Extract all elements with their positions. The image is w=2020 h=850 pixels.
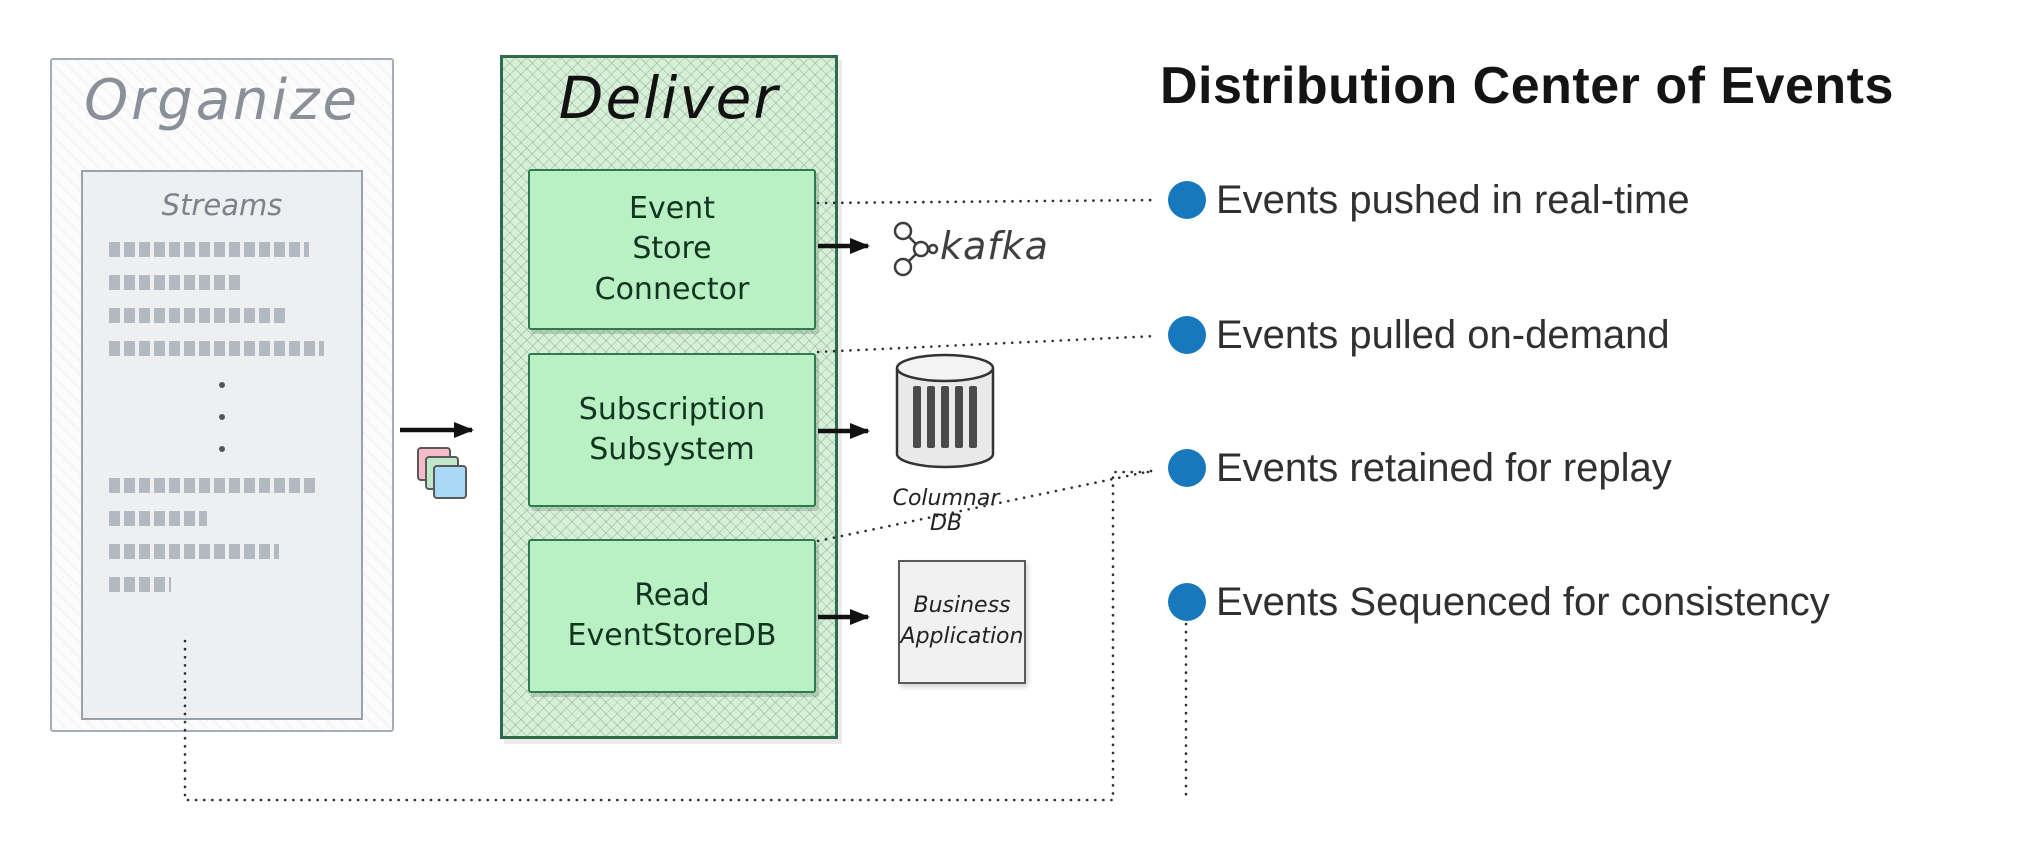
stream-line	[109, 511, 207, 526]
bullet-text: Events retained for replay	[1216, 445, 1672, 490]
stream-line	[109, 341, 324, 356]
columnar-db-icon	[895, 353, 995, 469]
stream-line	[109, 478, 319, 493]
streams-box: Streams	[81, 170, 363, 720]
bullet-sequenced-consistency: Events Sequenced for consistency	[1168, 578, 1830, 626]
event-cards-icon	[415, 447, 479, 511]
card-blue	[433, 465, 467, 499]
organize-panel: Organize Streams	[50, 58, 394, 732]
business-application-box: Business Application	[898, 560, 1026, 684]
bullet-pushed-realtime: Events pushed in real-time	[1168, 176, 1690, 224]
streams-label: Streams	[161, 188, 283, 222]
read-eventstoredb-box: Read EventStoreDB	[528, 539, 816, 693]
kafka-icon	[893, 221, 939, 277]
kafka-label: kafka	[940, 224, 1049, 268]
bullet-text: Events Sequenced for consistency	[1216, 579, 1830, 624]
deliver-title: Deliver	[558, 64, 780, 132]
event-store-connector-box: Event Store Connector	[528, 169, 816, 330]
bullet-retained-replay: Events retained for replay	[1168, 444, 1672, 492]
bullet-pulled-ondemand: Events pulled on-demand	[1168, 311, 1670, 359]
organize-title: Organize	[84, 68, 360, 133]
bullet-dot	[1168, 449, 1206, 487]
ellipsis-dots	[109, 382, 335, 452]
streams-content	[83, 222, 361, 592]
stream-line	[109, 308, 289, 323]
page-title: Distribution Center of Events	[1160, 57, 1894, 115]
dotted-connector-pushed	[816, 198, 1158, 205]
subscription-subsystem-box: Subscription Subsystem	[528, 353, 816, 507]
bullet-text: Events pushed in real-time	[1216, 177, 1690, 222]
deliver-panel: Deliver Event Store Connector Subscripti…	[500, 55, 838, 739]
columnar-db-label: Columnar DB	[892, 486, 1000, 536]
stream-line	[109, 544, 279, 559]
bullet-dot	[1168, 316, 1206, 354]
bullet-dot	[1168, 583, 1206, 621]
stream-line	[109, 242, 309, 257]
stream-line	[109, 577, 171, 592]
bullet-dot	[1168, 181, 1206, 219]
dotted-connector-pulled	[816, 334, 1158, 354]
bullet-text: Events pulled on-demand	[1216, 312, 1670, 357]
stream-line	[109, 275, 244, 290]
